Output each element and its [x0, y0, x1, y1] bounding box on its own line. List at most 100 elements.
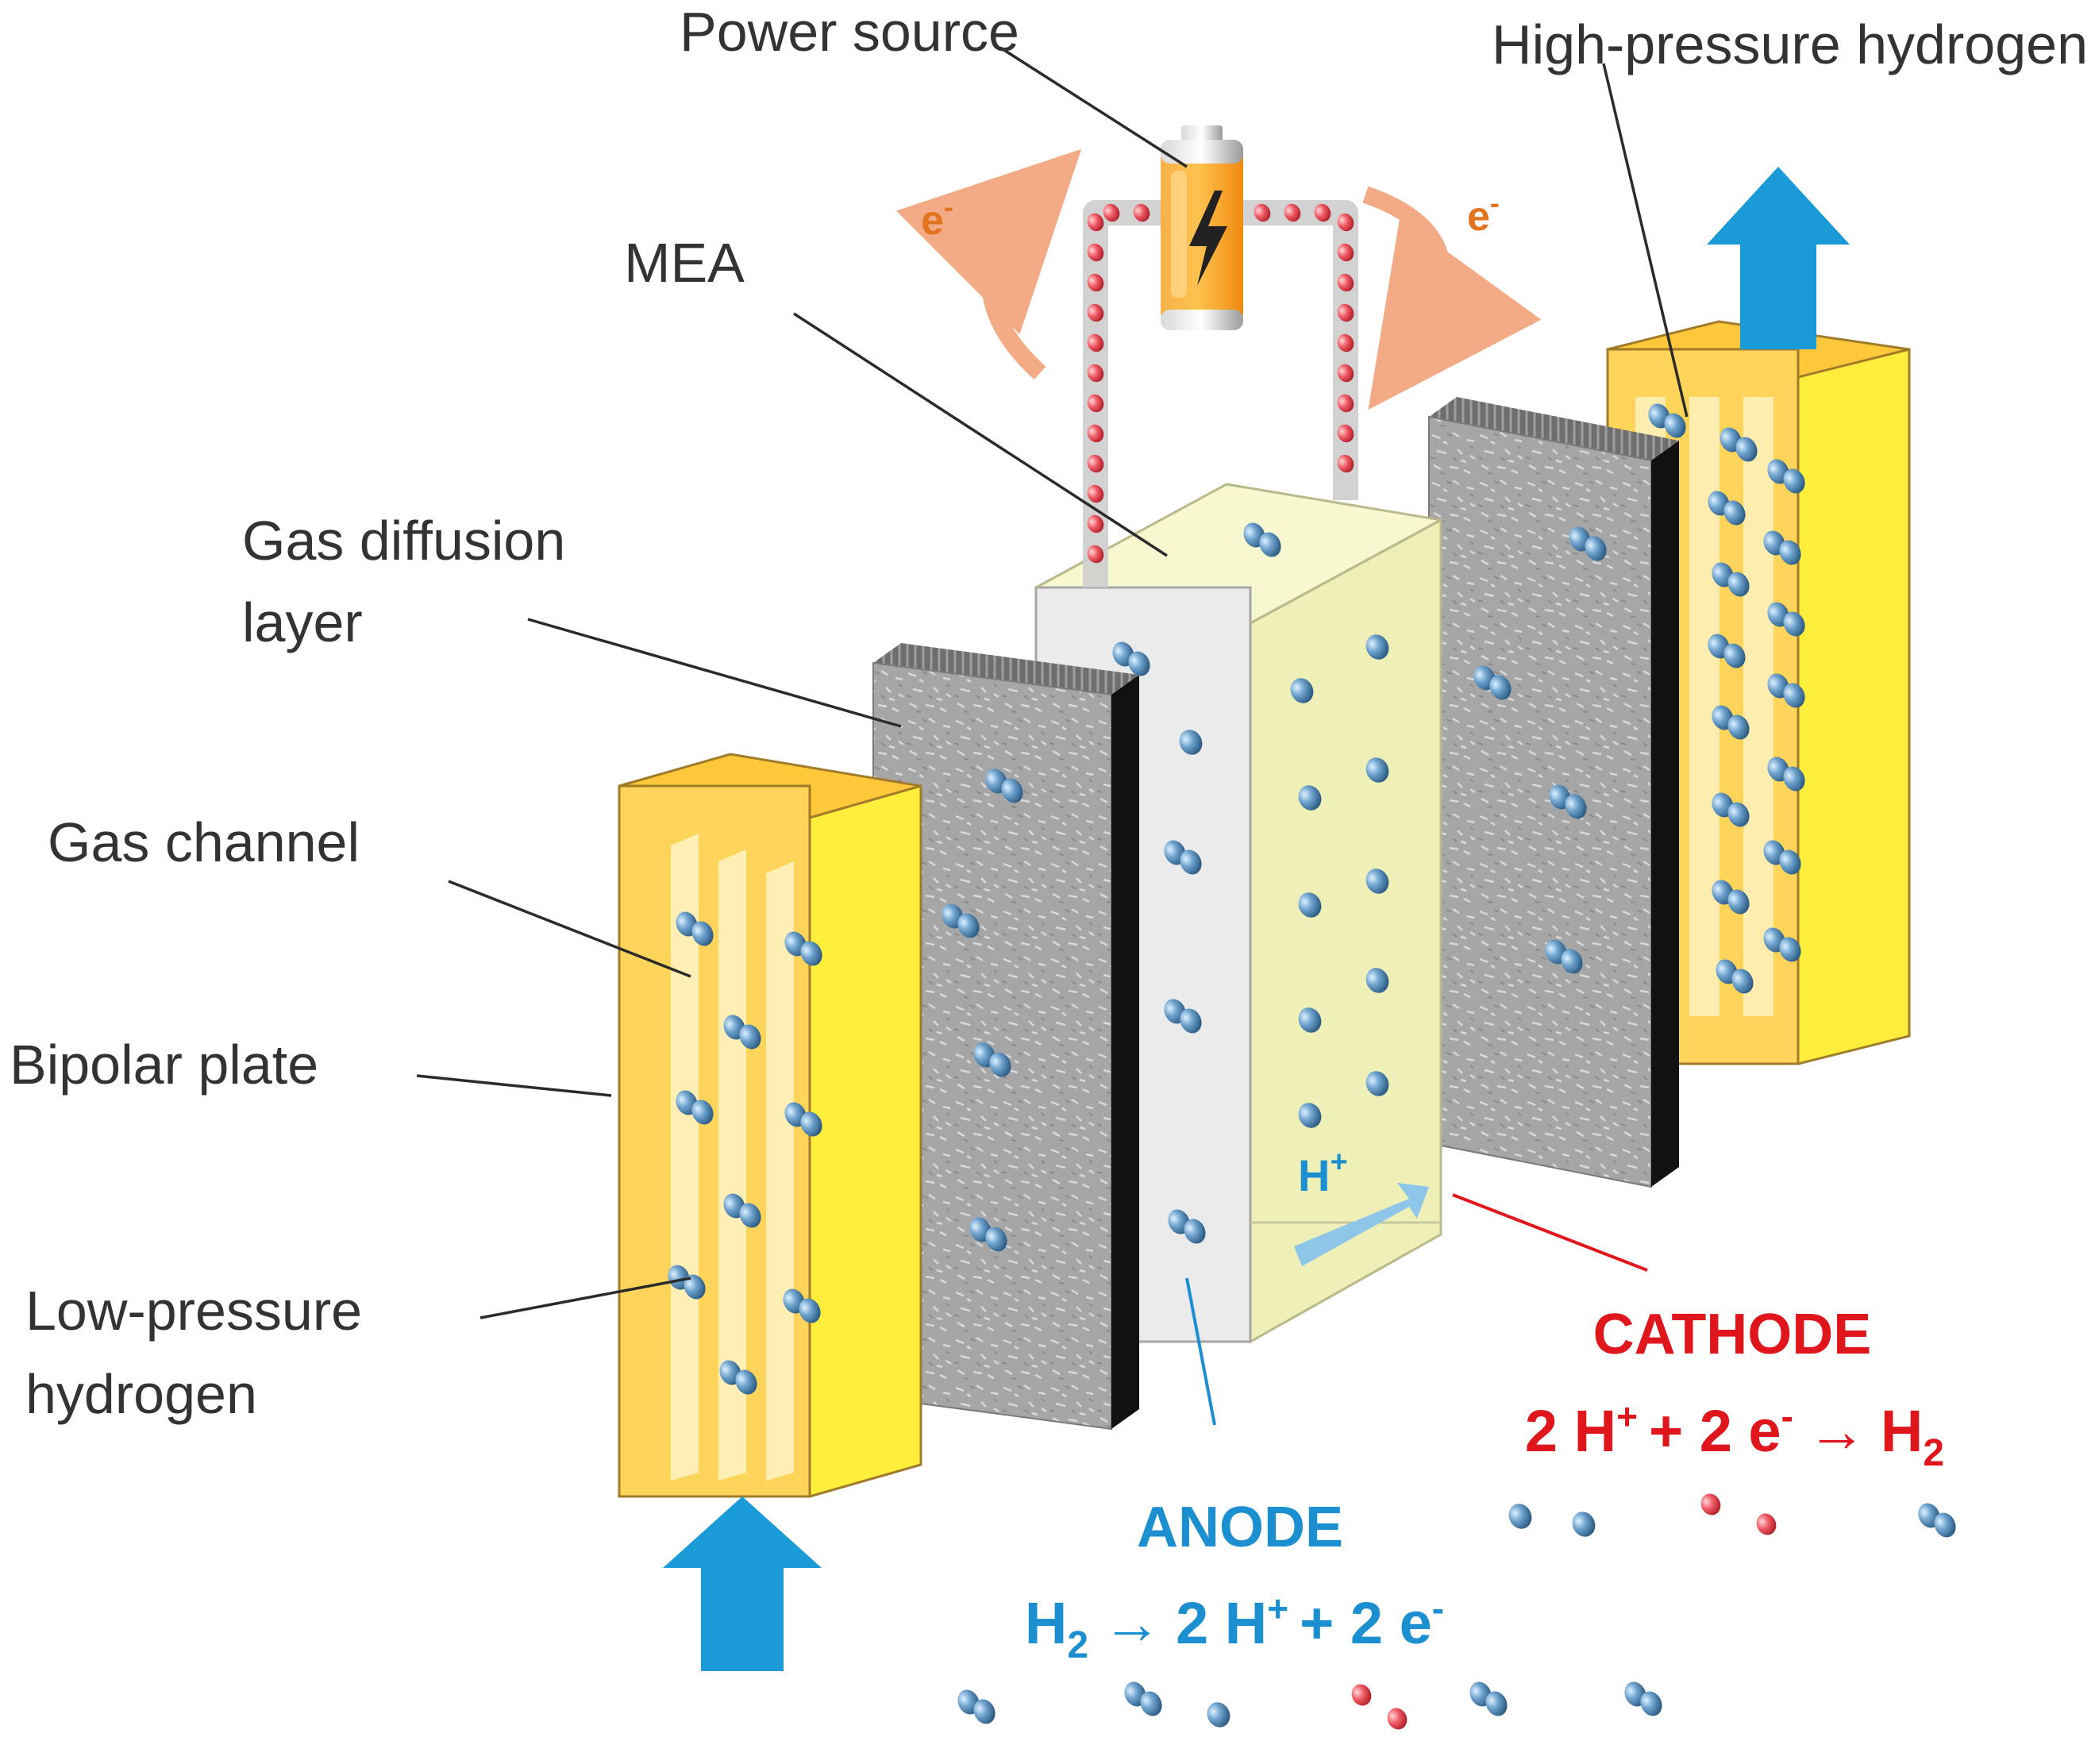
hydrogen-molecule-icon [1243, 522, 1281, 557]
hydrogen-atom [1365, 757, 1389, 783]
hydrogen-molecule-icon [784, 931, 822, 966]
hydrogen-molecule-icon [1712, 562, 1750, 597]
hydrogen-atom [1298, 1007, 1322, 1033]
electron-dot [1337, 454, 1354, 473]
electron-dot [1103, 203, 1120, 222]
low-pressure-label-line2: hydrogen [25, 1363, 257, 1425]
electron-dot [1337, 394, 1354, 413]
electron-dot [1087, 213, 1104, 232]
hydrogen-atom [1179, 730, 1203, 755]
hydrogen-atom [1290, 678, 1314, 703]
electron-dot [1337, 213, 1354, 232]
electron-dot [1254, 203, 1271, 222]
mea-label: MEA [624, 232, 745, 294]
electron-dot [1351, 1684, 1372, 1706]
electron-dot [1087, 514, 1104, 533]
hydrogen-molecule-icon [1767, 673, 1805, 708]
electron-dot [1087, 484, 1104, 503]
hydrogen-atom [1298, 785, 1322, 811]
particles [668, 203, 1956, 1730]
electron-dot [1087, 364, 1104, 383]
electron-dot [1087, 333, 1104, 352]
hydrogen-molecule-icon [1720, 427, 1758, 462]
electron-dot [1087, 545, 1104, 564]
hydrogen-molecule-icon [719, 1360, 757, 1395]
electron-dot [1087, 303, 1104, 322]
bipolar-plate-left [618, 753, 922, 1498]
bipolar-plate-label: Bipolar plate [10, 1034, 318, 1096]
hydrogen-molecule-icon [1763, 530, 1801, 565]
hydrogen-molecule-icon [969, 1217, 1007, 1252]
electron-dot [1133, 203, 1150, 222]
hydrogen-molecule-icon [1624, 1681, 1662, 1716]
hydrogen-molecule-icon [957, 1689, 996, 1724]
electron-dot [1314, 203, 1331, 222]
hydrogen-atom [1365, 968, 1389, 993]
electron-dot [1087, 424, 1104, 443]
hydrogen-molecule-icon [1708, 634, 1746, 668]
electron-dot [1337, 303, 1354, 322]
electron-label-left: e- [921, 191, 953, 244]
cathode-title: CATHODE [1593, 1303, 1872, 1366]
hydrogen-molecule-icon [1124, 1681, 1162, 1716]
hydrogen-molecule-icon [1168, 1209, 1206, 1244]
high-pressure-hydrogen-label: High-pressure hydrogen [1492, 13, 2088, 75]
gas-diffusion-label-line1: Gas diffusion [242, 510, 565, 572]
hydrogen-molecule-icon [1708, 491, 1746, 526]
hydrogen-molecule-icon [973, 1042, 1011, 1077]
hydrogen-molecule-icon [1767, 459, 1805, 494]
hydrogen-atom [1298, 1103, 1322, 1128]
proton-label: H+ [1298, 1146, 1348, 1200]
electron-dot [1387, 1708, 1408, 1730]
lightning-bolt-icon [1189, 191, 1227, 286]
hydrogen-molecule-icon [1763, 840, 1801, 875]
hydrogen-molecule-icon [784, 1102, 822, 1137]
low-pressure-label-line1: Low-pressure [25, 1280, 362, 1342]
hydrogen-molecule-icon [1767, 602, 1805, 637]
hydrogen-molecule-icon [985, 768, 1023, 803]
electron-dot [1284, 203, 1301, 222]
hydrogen-atom [1365, 869, 1389, 894]
hydrogen-atom [1207, 1702, 1230, 1727]
proton-arrow-icon [1294, 1183, 1429, 1266]
gas-channels-left [671, 834, 794, 1481]
leader-lines [416, 46, 1689, 1426]
hydrogen-molecule-icon [723, 1193, 761, 1228]
hydrogen-molecule-icon [1164, 840, 1202, 875]
curved-arrow-icon [895, 148, 1542, 410]
hydrogen-molecule-icon [1712, 880, 1750, 915]
hydrogen-atom [1572, 1512, 1596, 1537]
gas-channel-label: Gas channel [48, 811, 360, 873]
hydrogen-atom [1298, 892, 1322, 918]
hydrogen-molecule-icon [1712, 792, 1750, 827]
hydrogen-molecule-icon [1648, 403, 1686, 438]
electron-dot [1087, 394, 1104, 413]
up-arrow-icon [663, 1496, 822, 1671]
hydrogen-molecule-icon [1549, 784, 1587, 819]
electron-dot [1087, 273, 1104, 292]
hydrogen-molecule-icon [676, 911, 714, 946]
hydrogen-molecule-icon [1112, 641, 1150, 676]
gas-diffusion-layer-right [1428, 397, 1679, 1188]
hydrogen-molecule-icon [1473, 665, 1512, 700]
anode-title: ANODE [1137, 1496, 1343, 1559]
gas-diffusion-label-line2: layer [242, 591, 363, 653]
electron-dot [1087, 243, 1104, 262]
hydrogen-molecule-icon [723, 1015, 761, 1050]
cathode-reaction: 2 H++ 2 e-→H2 [1525, 1396, 1944, 1474]
electron-dot [1337, 364, 1354, 383]
electron-dot [1337, 243, 1354, 262]
hydrogen-atom [1365, 1071, 1389, 1096]
hydrogen-molecule-icon [1164, 999, 1202, 1034]
up-arrow-icon [1707, 167, 1850, 349]
electron-dot [1337, 273, 1354, 292]
anode-reaction: H2→2 H++ 2 e- [1025, 1588, 1444, 1666]
electron-dot [1700, 1493, 1721, 1516]
hydrogen-molecule-icon [1716, 959, 1754, 994]
hydrogen-molecule-icon [1763, 927, 1801, 962]
hydrogen-molecule-icon [1545, 939, 1583, 974]
hydrogen-molecule-icon [1569, 526, 1607, 561]
hydrogen-atom [1508, 1504, 1532, 1529]
